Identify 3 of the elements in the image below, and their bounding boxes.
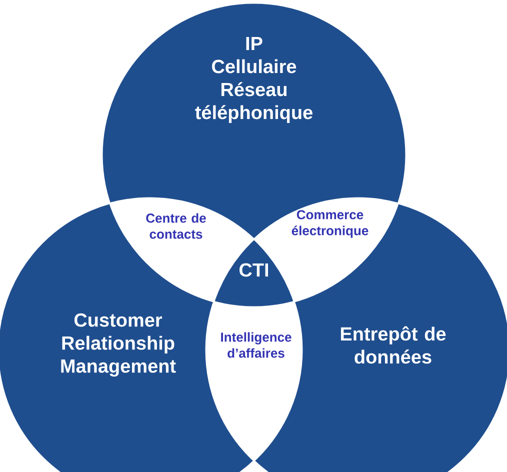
region-label: CTI xyxy=(239,263,268,277)
region-label: Centre de contacts xyxy=(146,213,206,239)
region-label: Intelligence d’affaires xyxy=(221,332,292,358)
